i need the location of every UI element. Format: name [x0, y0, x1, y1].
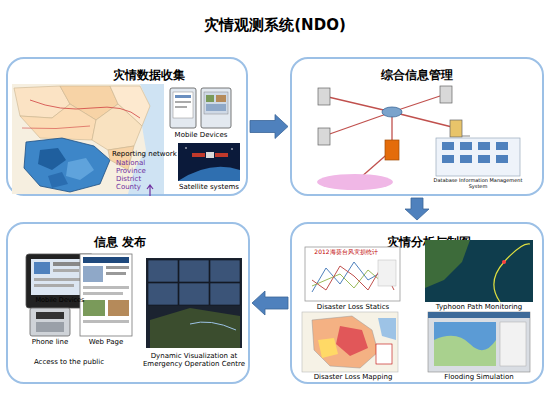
- caption-label: Flooding Simulation: [424, 373, 534, 381]
- flow-arrow: [252, 291, 288, 315]
- panel-heading: 信息 发布: [0, 234, 240, 251]
- publish-devices: [26, 254, 132, 336]
- panel-heading: 综合信息管理: [292, 67, 542, 84]
- panel-box: 综合信息管理: [290, 57, 544, 196]
- caption-label: Mobile Devices: [26, 297, 94, 304]
- caption-label: Typhoon Path Monitoring: [422, 303, 536, 311]
- panel-box: 信息 发布: [6, 222, 250, 384]
- china-map: [12, 84, 164, 196]
- loss-statistics-chart: [305, 247, 400, 301]
- loss-mapping-map: [302, 312, 398, 372]
- panel-box: 灾情分析与制图: [290, 222, 544, 384]
- caption-label: Web Page: [78, 338, 134, 346]
- typhoon-path-map: [425, 240, 533, 302]
- diagram-title: 灾情观测系统(NDO): [0, 16, 550, 35]
- caption-label: Phone line: [20, 338, 80, 346]
- flooding-simulation-screen: [428, 312, 530, 372]
- caption-label: County: [116, 183, 166, 191]
- caption-label: Access to the public: [14, 358, 124, 366]
- flow-arrow: [250, 115, 288, 139]
- caption-label: National: [116, 159, 166, 167]
- panel-heading: 灾情数据收集: [30, 67, 268, 84]
- satellite-photo: [178, 143, 240, 181]
- caption-label: Dynamic Visualization at Emergency Opera…: [140, 352, 248, 368]
- caption-label: Disaster Loss Mapping: [298, 373, 408, 381]
- caption-label: District: [116, 175, 166, 183]
- panel-box: 灾情数据收集: [6, 57, 248, 196]
- caption-label: Database Information Management System: [428, 178, 528, 190]
- panel-heading: 灾情分析与制图: [304, 234, 550, 251]
- emergency-centre-screen: [146, 258, 242, 348]
- caption-label: 2012海葵台风灾损统计: [306, 249, 386, 256]
- mobile-device-photos: [170, 88, 231, 128]
- caption-label: Province: [116, 167, 166, 175]
- caption-label: Mobile Devices: [168, 131, 234, 139]
- flow-arrow: [405, 198, 429, 220]
- caption-label: Satellite systems: [174, 183, 244, 191]
- network-diagram: [317, 86, 520, 190]
- caption-label: Disaster Loss Statics: [298, 303, 408, 311]
- caption-label: Reporting network: [112, 150, 182, 158]
